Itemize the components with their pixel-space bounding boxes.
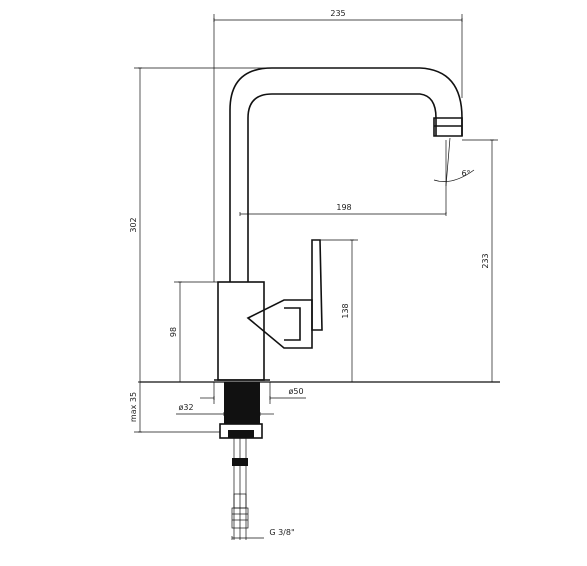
dimension-lines bbox=[134, 14, 498, 541]
dim-max-deck: max 35 bbox=[129, 392, 138, 422]
dim-spout-angle: 6° bbox=[461, 169, 470, 178]
threaded-shank bbox=[224, 382, 260, 424]
dim-height-total: 302 bbox=[129, 217, 138, 232]
dim-width-total: 235 bbox=[330, 9, 345, 18]
faucet-body bbox=[217, 281, 265, 381]
fixing-washer bbox=[228, 430, 254, 438]
dim-body-height: 98 bbox=[169, 327, 178, 337]
spout-tube-inner bbox=[247, 93, 437, 282]
handle-lever bbox=[311, 239, 323, 331]
dim-handle-height: 138 bbox=[341, 303, 350, 318]
dim-hose-thread: G 3/8" bbox=[269, 528, 294, 537]
spout-tube bbox=[229, 67, 463, 282]
faucet-outline bbox=[214, 67, 463, 540]
hose-nut-lower bbox=[231, 507, 249, 529]
spout-aerator bbox=[433, 117, 463, 137]
dim-shank-diameter: ø32 bbox=[178, 403, 193, 412]
dim-spout-height: 233 bbox=[481, 253, 490, 268]
dim-base-diameter: ø50 bbox=[288, 387, 303, 396]
mixer-housing bbox=[284, 307, 301, 341]
dim-spout-reach: 198 bbox=[336, 203, 351, 212]
hose-ferrule-top bbox=[232, 458, 248, 466]
mixer-cartridge bbox=[246, 299, 313, 349]
